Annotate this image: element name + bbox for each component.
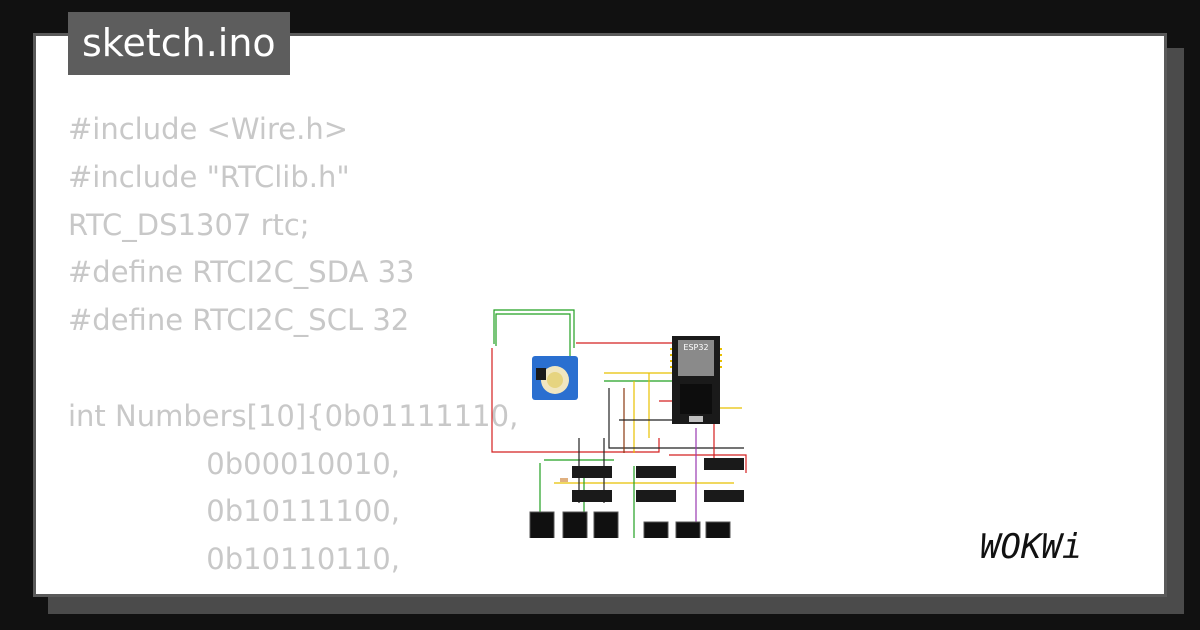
- code-preview: #include <Wire.h> #include "RTClib.h" RTC_…: [68, 106, 519, 594]
- resistor: [560, 478, 568, 482]
- code-line: 0b10111100,: [68, 494, 400, 529]
- code-line: int Numbers[10]{0b01111110,: [68, 398, 519, 433]
- code-line: #include "RTClib.h": [68, 159, 350, 194]
- circuit-diagram: ESP32: [491, 309, 747, 538]
- shift-register-chips: [572, 458, 744, 502]
- svg-text:WOKWi: WOKWi: [980, 527, 1082, 567]
- file-tab-label: sketch.ino: [68, 12, 290, 75]
- code-line: 0b00010010,: [68, 446, 400, 481]
- preview-card: #include <Wire.h> #include "RTClib.h" RTC_…: [33, 33, 1167, 597]
- esp32-label: ESP32: [683, 343, 708, 352]
- code-line: 0b11010010,: [68, 584, 518, 594]
- code-line: [68, 345, 518, 393]
- code-line: #define RTCI2C_SCL 32: [68, 303, 410, 338]
- code-line: #include <Wire.h>: [68, 112, 349, 146]
- code-line: 0b10110110,: [68, 542, 400, 577]
- code-line: #define RTCI2C_SDA 33: [68, 255, 415, 290]
- seven-segment-displays: [529, 511, 731, 538]
- wokwi-logo: WOKWi: [980, 527, 1082, 567]
- code-line: RTC_DS1307 rtc;: [68, 207, 310, 242]
